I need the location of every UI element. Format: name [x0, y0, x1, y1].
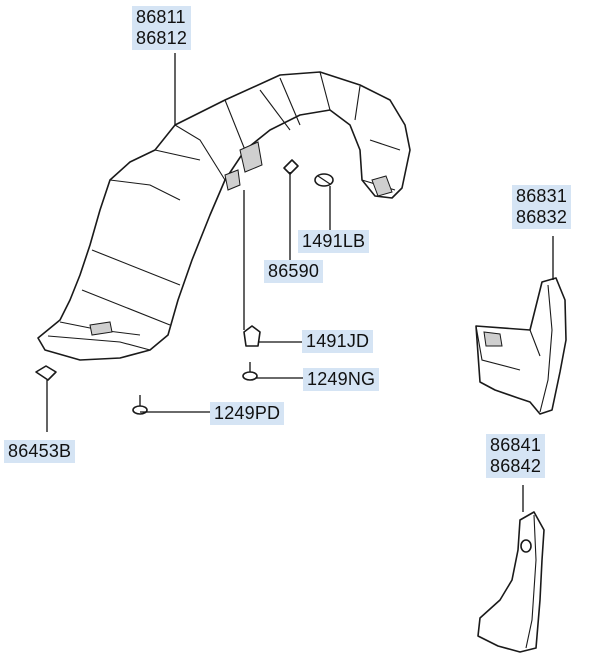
wheel-house-liner [37, 71, 411, 361]
callout-1249ng: 1249NG [303, 368, 380, 391]
screw-1249pd-part [132, 395, 148, 415]
callout-86841: 86841 [490, 435, 542, 455]
callout-86842: 86842 [490, 456, 542, 476]
grommet-86590-part [283, 159, 299, 175]
callout-86811-86812: 86811 86812 [132, 6, 192, 50]
clip-1491lb-part [314, 173, 334, 187]
callout-86812: 86812 [136, 28, 188, 48]
mud-guard-front [475, 277, 567, 415]
callout-86831-86832: 86831 86832 [512, 185, 572, 229]
clip-1491jd-part [243, 325, 261, 347]
callout-1491lb: 1491LB [298, 230, 370, 253]
callout-86453b: 86453B [4, 440, 76, 463]
callout-86832: 86832 [516, 207, 568, 227]
callout-1491jd: 1491JD [302, 330, 374, 353]
callout-86831: 86831 [516, 186, 568, 206]
callout-1249pd: 1249PD [210, 402, 285, 425]
screw-1249ng-part [242, 362, 258, 381]
callout-86811: 86811 [136, 7, 186, 27]
callout-86841-86842: 86841 86842 [486, 434, 546, 478]
callout-86590: 86590 [264, 260, 324, 283]
nut-86453b-part [35, 365, 57, 381]
mud-guard-rear [477, 511, 545, 653]
